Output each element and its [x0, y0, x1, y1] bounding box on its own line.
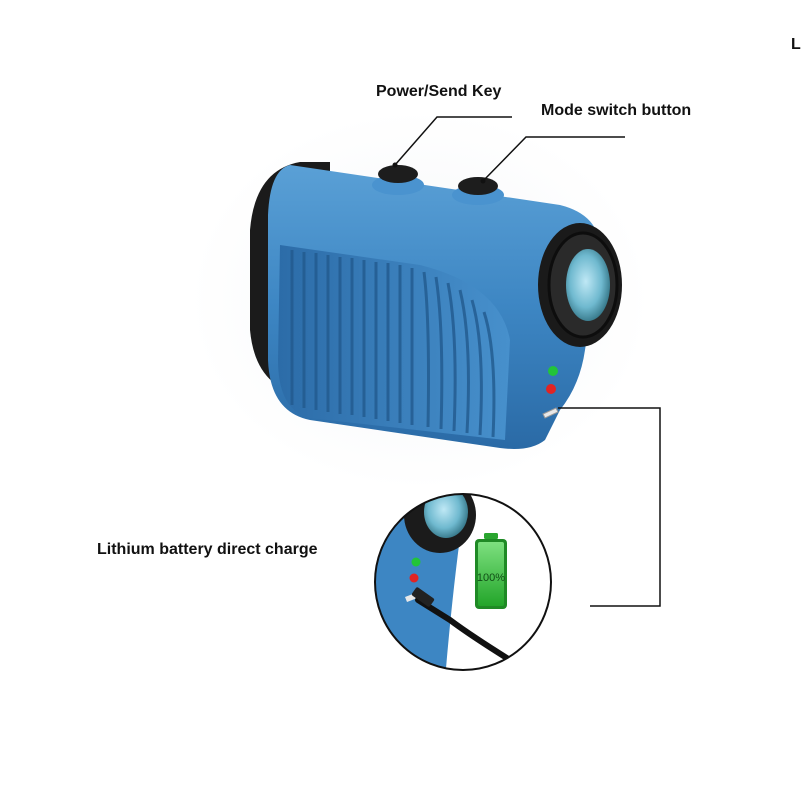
- rangefinder-body: [250, 162, 622, 449]
- charge-port-leader: [558, 407, 661, 607]
- battery-charge-label: Lithium battery direct charge: [97, 541, 318, 558]
- green-led: [548, 366, 558, 376]
- battery-full-icon: 100%: [475, 533, 507, 609]
- mode-button-leader-dot: [480, 178, 486, 184]
- grip-ribs: [290, 250, 496, 438]
- power-key-label: Power/Send Key: [376, 83, 502, 100]
- red-led: [546, 384, 556, 394]
- lens-glass: [566, 249, 610, 321]
- detail-inset-border: [374, 493, 552, 671]
- battery-cap: [484, 533, 498, 539]
- battery-fill: [478, 542, 504, 606]
- detail-inset: 100%: [374, 493, 552, 671]
- battery-level-label: 100%: [477, 572, 505, 584]
- charging-port: [542, 407, 559, 419]
- cable-plug: [411, 587, 435, 607]
- power-key-leader-dot: [392, 162, 398, 168]
- mode-switch-button: [458, 177, 498, 195]
- inset-red-led: [409, 573, 419, 583]
- power-key-leader: [394, 116, 512, 166]
- charging-cable: [415, 597, 513, 663]
- inset-green-led: [411, 557, 421, 567]
- power-send-key: [378, 165, 418, 183]
- mode-button-leader: [482, 136, 625, 182]
- mode-button-label: Mode switch button: [541, 102, 692, 119]
- corner-label: L: [791, 36, 801, 53]
- ribbed-grip: [278, 245, 510, 440]
- callout-lines: [394, 116, 661, 607]
